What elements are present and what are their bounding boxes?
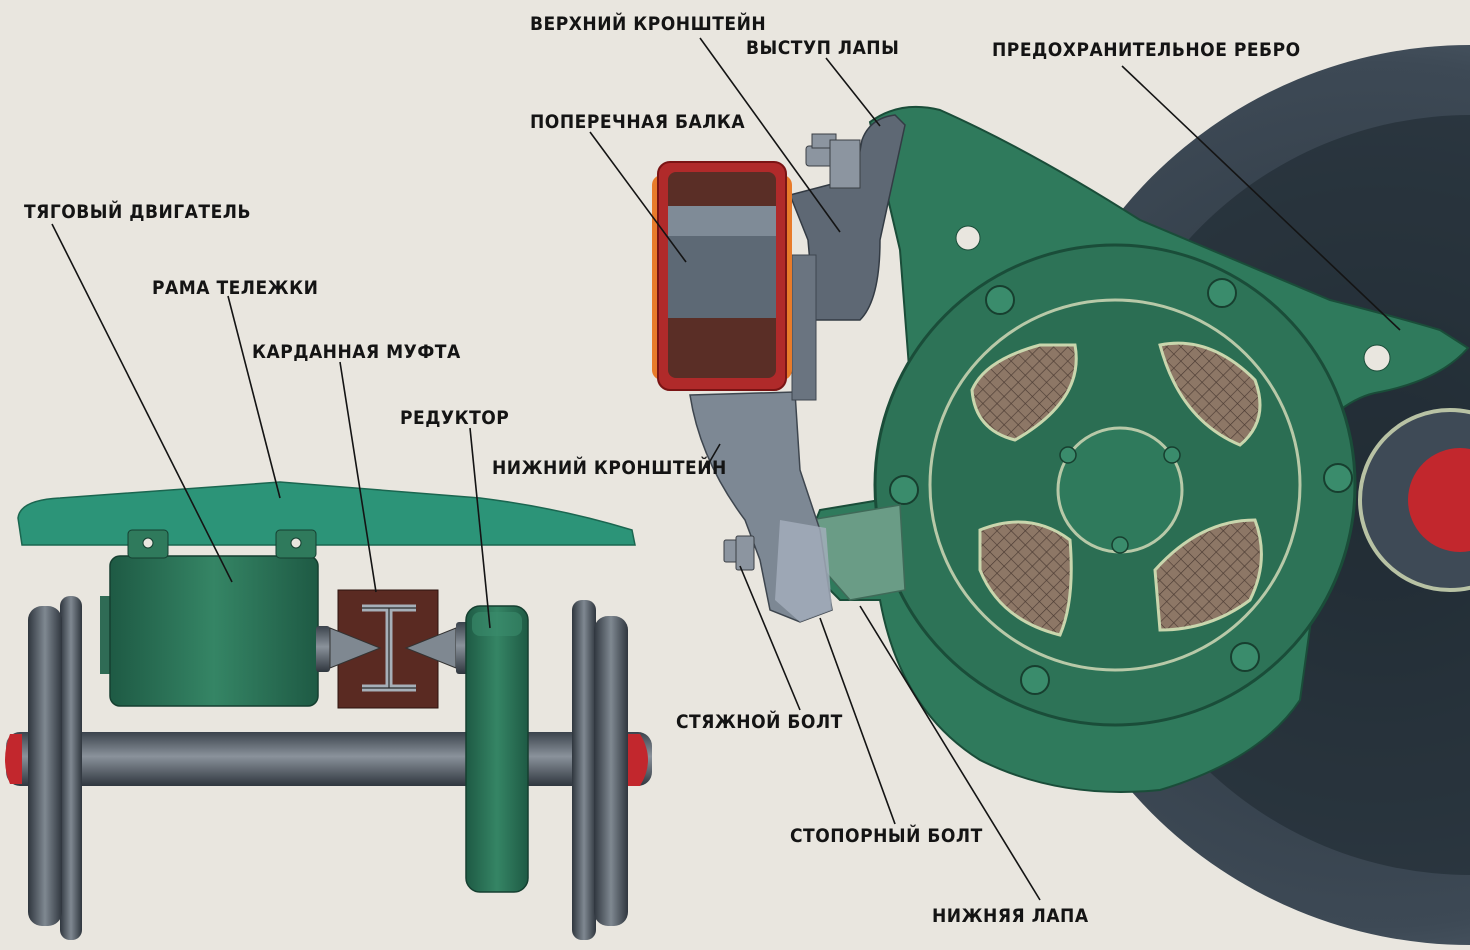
lower-bracket-light	[775, 520, 832, 622]
label-stop-bolt: СТОПОРНЫЙ БОЛТ	[790, 824, 983, 847]
label-tie-bolt: СТЯЖНОЙ БОЛТ	[676, 710, 843, 733]
wheel-right-rim	[594, 616, 628, 926]
axle	[6, 732, 652, 786]
label-traction-motor: ТЯГОВЫЙ ДВИГАТЕЛЬ	[24, 200, 251, 223]
leader-traction-motor	[51, 223, 233, 583]
safety-rib-hole	[1363, 344, 1391, 372]
label-gearbox: РЕДУКТОР	[400, 407, 509, 429]
label-lower-paw: НИЖНЯЯ ЛАПА	[932, 905, 1089, 927]
leader-bogie-frame	[227, 295, 281, 499]
leader-paw-protrusion	[825, 57, 881, 127]
label-safety-rib: ПРЕДОХРАНИТЕЛЬНОЕ РЕБРО	[992, 39, 1301, 61]
bogie-assembly	[5, 481, 652, 940]
axle-end-left	[5, 734, 22, 784]
axle-end-right	[628, 734, 648, 786]
wheel-left	[60, 596, 82, 940]
label-cross-beam: ПОПЕРЕЧНАЯ БАЛКА	[530, 111, 745, 133]
cardan-coupling	[329, 589, 472, 709]
central-hub	[1056, 426, 1184, 554]
housing-hole	[955, 225, 981, 251]
cover-bolts	[889, 278, 1353, 695]
upper-bracket	[788, 114, 906, 321]
gearbox	[465, 605, 529, 893]
leader-tie-bolt	[739, 565, 801, 711]
label-lower-bracket: НИЖНИЙ КРОНШТЕЙН	[492, 456, 727, 479]
leader-lines	[51, 37, 1401, 901]
label-paw-protrusion: ВЫСТУП ЛАПЫ	[746, 37, 899, 59]
hub-bolts	[1059, 446, 1181, 554]
label-bogie-frame: РАМА ТЕЛЕЖКИ	[152, 277, 318, 299]
axle-end-cap	[1408, 448, 1470, 552]
leader-stop-bolt	[819, 617, 896, 825]
traction-motor	[100, 529, 330, 707]
bogie-frame	[17, 481, 636, 546]
leader-cardan-coupling	[339, 361, 377, 593]
labels: ВЕРХНИЙ КРОНШТЕЙН ВЫСТУП ЛАПЫ ПРЕДОХРАНИ…	[24, 12, 1301, 927]
leader-safety-rib	[1121, 65, 1401, 331]
leader-lower-bracket	[705, 443, 721, 469]
wheel-right	[572, 600, 596, 940]
wheel-left-rim	[28, 606, 62, 926]
label-cardan-coupling: КАРДАННАЯ МУФТА	[252, 341, 461, 363]
leader-upper-bracket	[699, 37, 841, 233]
leader-cross-beam	[589, 131, 687, 263]
upper-nuts	[805, 133, 861, 189]
vertical-strap	[791, 254, 817, 401]
leader-gearbox	[469, 427, 491, 629]
leader-lower-paw	[859, 605, 1041, 901]
cross-beam	[652, 161, 792, 391]
vent-windows	[970, 341, 1263, 637]
tie-bolt-head	[723, 535, 755, 571]
suspension-assembly	[652, 45, 1470, 945]
label-upper-bracket: ВЕРХНИЙ КРОНШТЕЙН	[530, 12, 766, 35]
